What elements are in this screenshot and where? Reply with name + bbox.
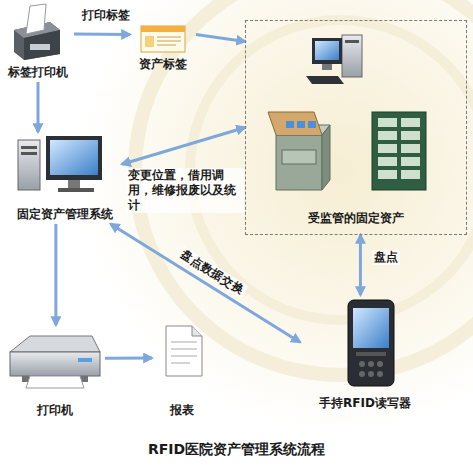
edge-label: 盘点	[372, 250, 400, 265]
asset-label-icon	[141, 26, 185, 52]
node-label: 手持RFID读写器	[319, 396, 411, 411]
flow-arrow	[196, 34, 245, 41]
node-label: 标签打印机	[8, 65, 68, 80]
node-label: 报表	[170, 403, 194, 418]
flow-arrow	[54, 224, 57, 325]
asset-node: 资产标签	[130, 22, 196, 74]
report-icon	[166, 326, 202, 376]
flow-arrow	[122, 128, 245, 165]
asset-node: 打印机	[5, 325, 105, 420]
asset-node: 标签打印机	[2, 2, 74, 82]
node-label: 固定资产管理系统	[17, 207, 113, 222]
printer-icon	[10, 336, 100, 388]
asset-node: 受监管的固定资产	[245, 20, 467, 235]
asset-cabinet-icon	[268, 112, 330, 190]
edge-label: 盘点数据交换	[176, 246, 248, 299]
flow-arrow	[74, 33, 130, 36]
flow-arrow	[111, 224, 300, 342]
edge-label: 打印标签	[80, 8, 132, 23]
diagram-caption: RFID医院资产管理系统流程	[0, 441, 473, 459]
node-label: 资产标签	[139, 57, 187, 72]
file-cabinet-icon	[372, 112, 426, 190]
flow-arrow	[105, 357, 152, 360]
node-label: 受监管的固定资产	[308, 211, 404, 226]
node-label: 打印机	[37, 403, 73, 418]
label-printer-icon	[14, 4, 60, 60]
management-computer-icon	[18, 136, 102, 192]
computer-icon	[306, 35, 362, 84]
asset-node: 手持RFID读写器	[300, 295, 430, 413]
rfid-reader-icon	[348, 300, 394, 386]
flow-arrow	[37, 82, 40, 132]
flow-arrow	[359, 235, 362, 295]
edge-label: 变更位置，借用调用，维修报废以及统计	[126, 168, 244, 213]
asset-node: 报表	[152, 320, 212, 420]
asset-node: 固定资产管理系统	[8, 132, 122, 224]
